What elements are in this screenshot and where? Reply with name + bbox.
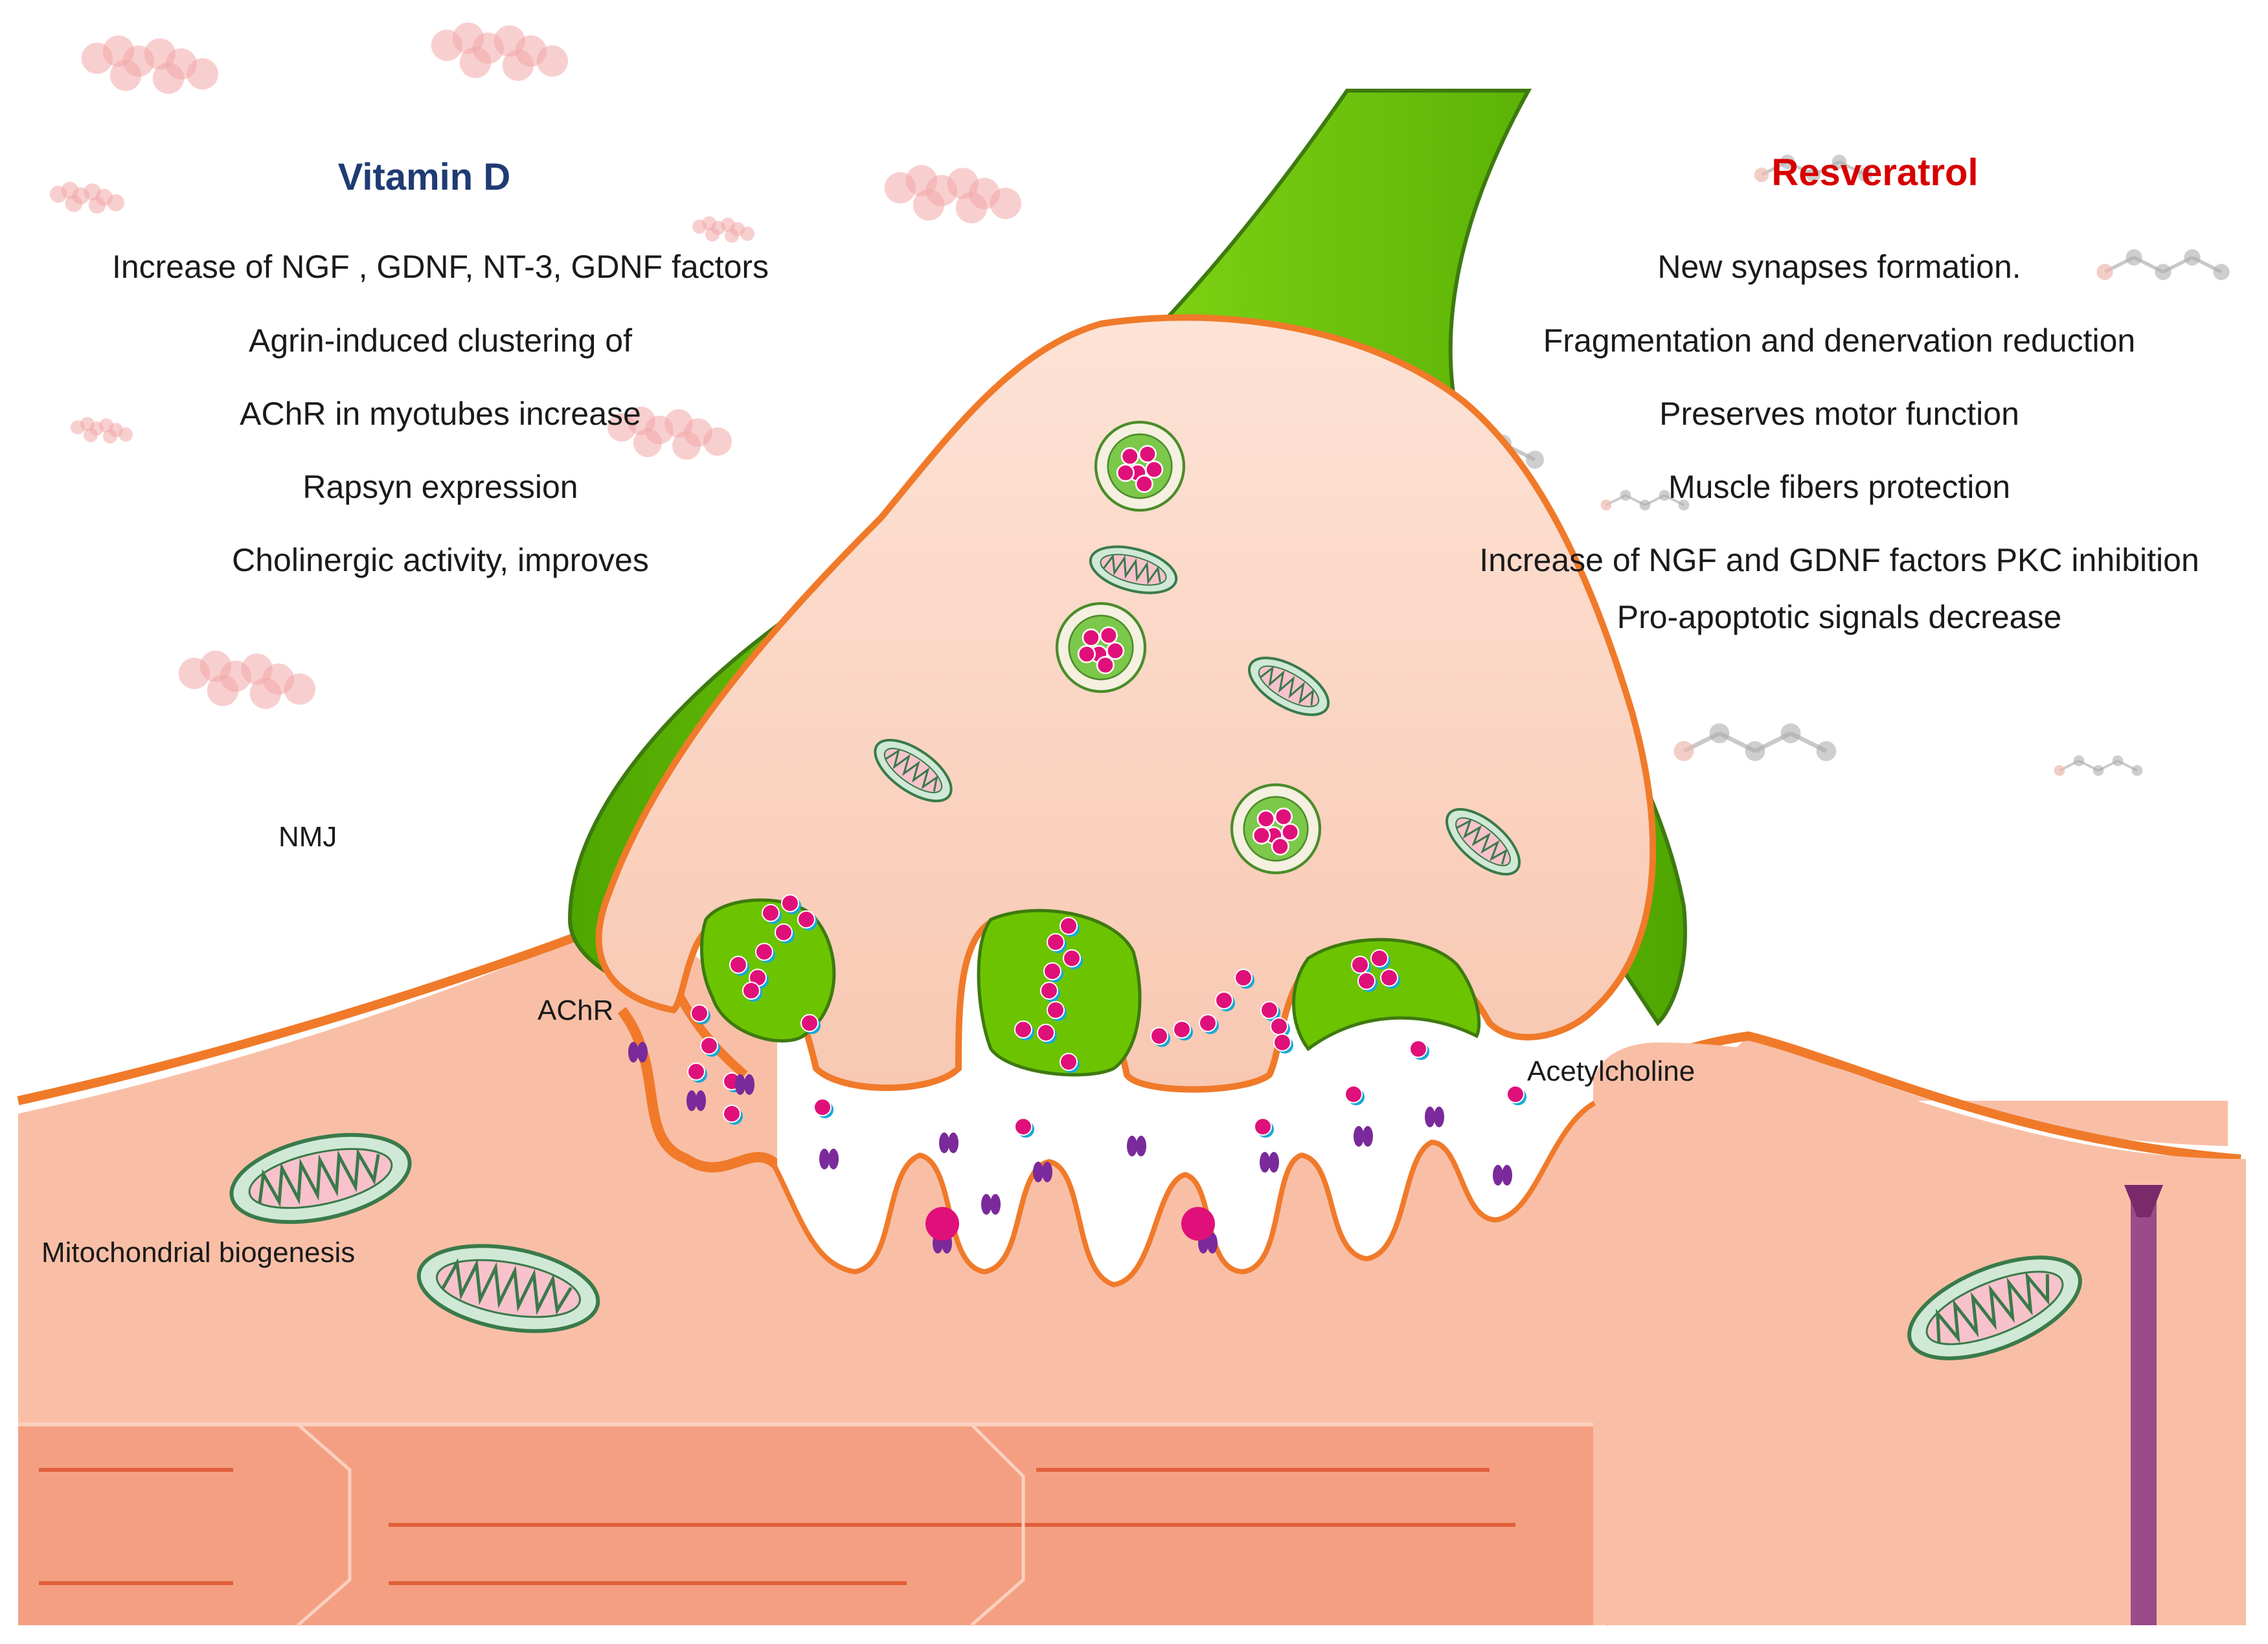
vitamin-d-effect: AChR in myotubes increase — [240, 396, 641, 432]
resveratrol-effect: Preserves motor function — [1659, 396, 2019, 432]
resveratrol-effect: Fragmentation and denervation reduction — [1543, 322, 2136, 359]
vitamin-d-title: Vitamin D — [337, 156, 511, 198]
resveratrol-effect: Muscle fibers protection — [1668, 469, 2011, 505]
achr-label: AChR — [538, 995, 614, 1026]
mitochondrial-biogenesis-label: Mitochondrial biogenesis — [41, 1237, 356, 1268]
vitamin-d-effect: Agrin-induced clustering of — [249, 322, 632, 359]
acetylcholine-label: Acetylcholine — [1527, 1055, 1695, 1087]
receptor-bound-ach — [925, 1207, 1215, 1241]
vitamin-d-effect: Increase of NGF , GDNF, NT-3, GDNF facto… — [111, 249, 769, 285]
vitamin-d-effect: Cholinergic activity, improves — [232, 542, 649, 578]
presynaptic-terminal — [595, 314, 1657, 1093]
nmj-label: NMJ — [278, 821, 337, 853]
vitamin-d-effect: Rapsyn expression — [302, 469, 578, 505]
resveratrol-effect: Increase of NGF and GDNF factors PKC inh… — [1479, 542, 2199, 578]
resveratrol-effect: Pro-apoptotic signals decrease — [1616, 599, 2062, 635]
resveratrol-effect: New synapses formation. — [1657, 249, 2021, 285]
resveratrol-title: Resveratrol — [1771, 152, 1979, 194]
junctional-folds — [617, 1007, 1596, 1288]
